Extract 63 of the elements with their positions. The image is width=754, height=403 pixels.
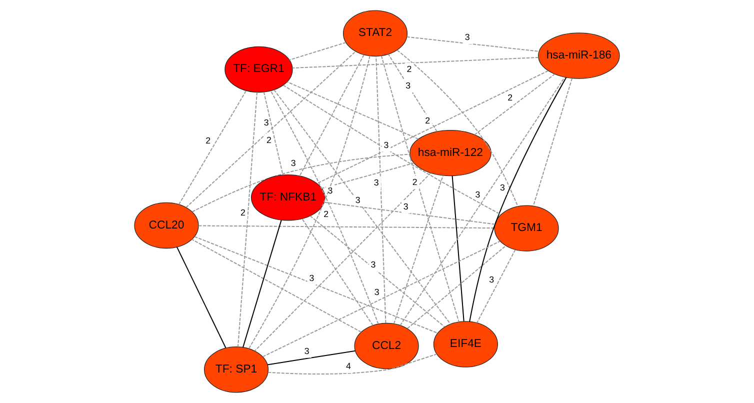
node-ellipse: EIF4E <box>433 321 498 368</box>
edge-label: 3 <box>355 195 360 206</box>
connector <box>310 216 445 328</box>
connector <box>476 250 516 324</box>
connector <box>324 202 495 225</box>
connector <box>396 50 518 206</box>
edge-label: 3 <box>290 158 296 168</box>
edge-label: 4 <box>346 361 351 372</box>
edge-label: 3 <box>304 346 310 356</box>
edge-label: 3 <box>403 201 408 212</box>
edge-label: 3 <box>475 190 480 200</box>
node-ellipse: TF: SP1 <box>204 346 269 393</box>
connector <box>406 36 540 52</box>
connector <box>316 70 548 184</box>
connector <box>452 176 464 322</box>
edge-label: 2 <box>412 177 418 188</box>
edge-label: 3 <box>384 140 389 150</box>
node-ellipse: STAT2 <box>342 10 408 56</box>
node-ellipse: CCL2 <box>354 322 419 370</box>
connector <box>198 225 494 229</box>
connector <box>286 81 419 140</box>
edge-label: 3 <box>406 80 411 91</box>
connector <box>302 218 374 326</box>
connector <box>178 90 247 205</box>
node-ellipse: hsa-miR-122 <box>410 130 492 176</box>
node-ellipse: TF: EGR1 <box>224 46 293 93</box>
edge-label: 3 <box>309 272 314 283</box>
edge-label: 2 <box>240 208 246 218</box>
edge-label: 3 <box>374 178 379 188</box>
node-ellipse: CCL20 <box>134 202 199 249</box>
connector <box>248 56 370 349</box>
edge-label: 3 <box>489 274 494 284</box>
connector <box>474 74 555 136</box>
connector <box>274 90 451 324</box>
connector <box>254 172 432 352</box>
connector <box>194 236 438 334</box>
connector <box>192 238 362 332</box>
connector <box>242 220 282 348</box>
edge-label: 3 <box>374 286 380 297</box>
connector <box>176 246 226 348</box>
edge-label: 2 <box>406 64 412 74</box>
edge-label: 3 <box>464 32 470 42</box>
edge-label: 2 <box>508 92 513 102</box>
node-ellipse: hsa-miR-186 <box>538 32 620 79</box>
connector <box>267 350 356 366</box>
edge-label: 2 <box>324 208 329 219</box>
edge-label: 2 <box>425 115 430 126</box>
edge-label: 2 <box>206 136 211 146</box>
edge-label: 2 <box>266 134 272 145</box>
node-ellipse: TF: NFKB1 <box>251 174 326 221</box>
node-ellipse: TGM1 <box>494 205 559 252</box>
connector <box>469 77 567 322</box>
connector <box>186 51 356 208</box>
connector <box>299 54 364 176</box>
connector <box>376 56 386 324</box>
connector <box>407 245 506 329</box>
edge-label: 3 <box>500 182 505 193</box>
edge-label: 3 <box>370 260 376 270</box>
connector <box>532 78 573 206</box>
connector <box>289 42 346 60</box>
edge-label: 3 <box>264 118 269 128</box>
connector <box>388 54 438 132</box>
connector <box>292 56 538 69</box>
